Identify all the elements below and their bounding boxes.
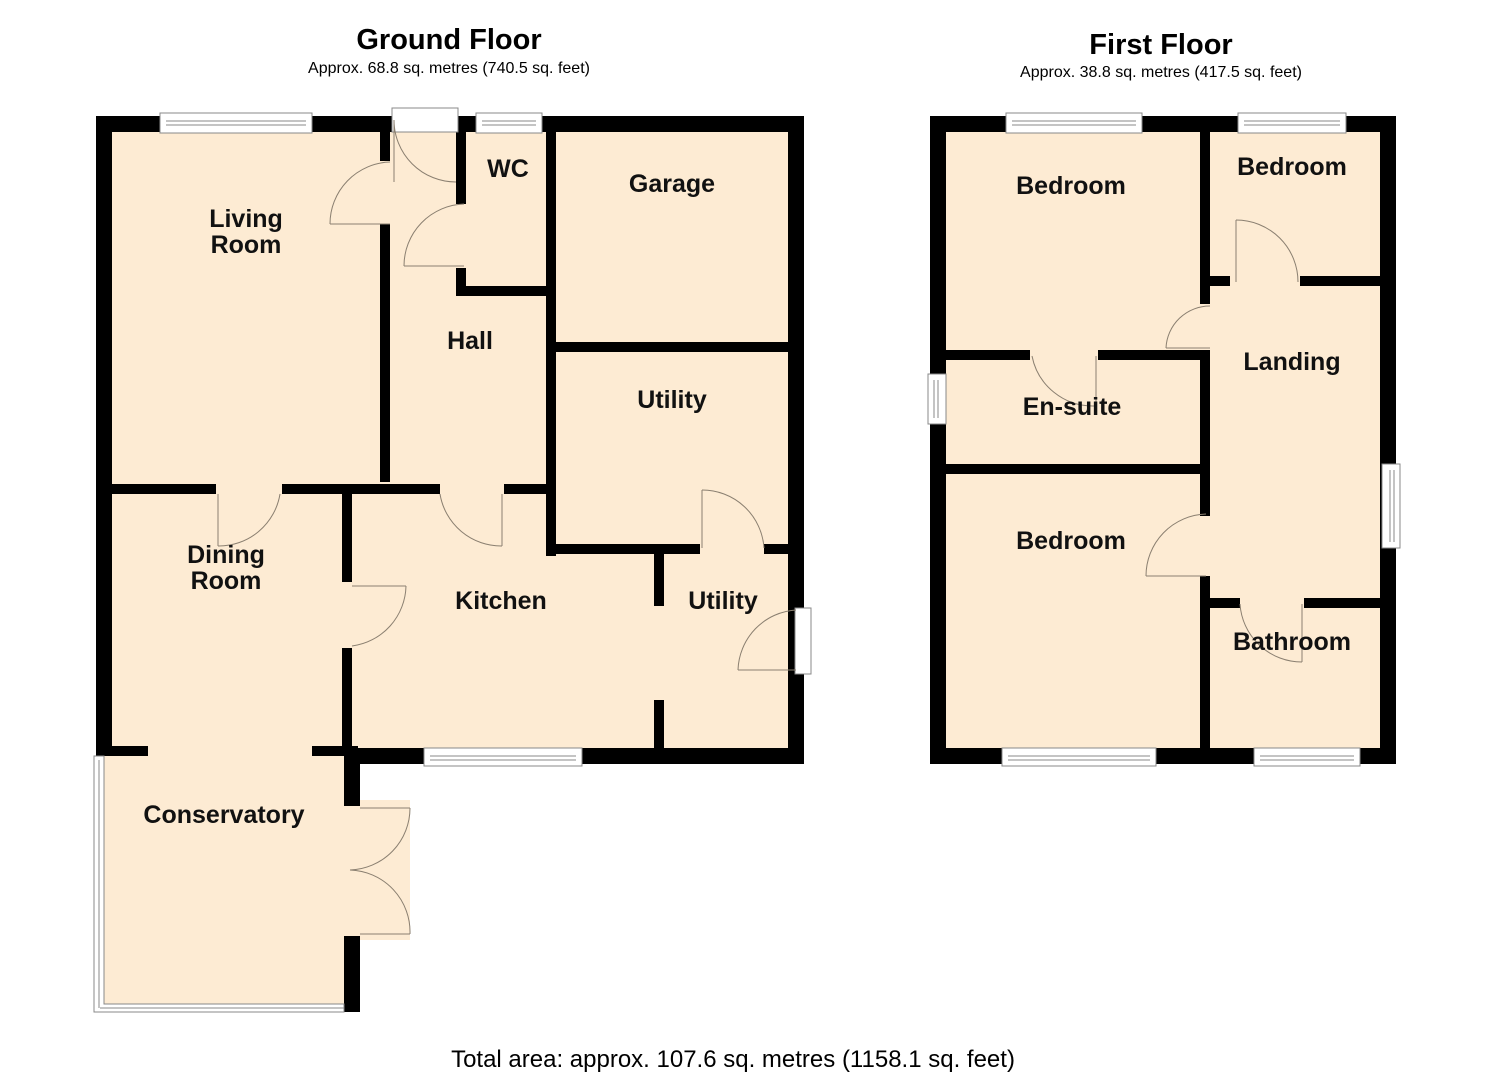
- first-floor-area: Approx. 38.8 sq. metres (417.5 sq. feet): [1020, 64, 1302, 81]
- room-dining-room: Dining Room: [187, 541, 265, 595]
- first-floor-plan: [927, 112, 1401, 767]
- ground-floor-title: Ground Floor: [356, 24, 542, 56]
- ground-floor-plan: [93, 107, 812, 1014]
- total-area: Total area: approx. 107.6 sq. metres (11…: [451, 1046, 1015, 1073]
- room-landing: Landing: [1243, 348, 1341, 376]
- room-kitchen: Kitchen: [455, 587, 547, 615]
- room-wc: WC: [487, 155, 529, 183]
- room-bedroom-3: Bedroom: [1016, 527, 1126, 555]
- first-floor-title: First Floor: [1089, 29, 1233, 61]
- room-conservatory: Conservatory: [143, 801, 305, 829]
- room-bathroom: Bathroom: [1232, 628, 1352, 656]
- room-utility-lower: Utility: [688, 587, 758, 615]
- room-bedroom-2: Bedroom: [1237, 153, 1347, 181]
- ground-floor-area: Approx. 68.8 sq. metres (740.5 sq. feet): [308, 60, 590, 77]
- room-utility-upper: Utility: [637, 386, 707, 414]
- room-hall: Hall: [447, 327, 493, 355]
- room-en-suite: En-suite: [1022, 393, 1122, 421]
- room-living-room: Living Room: [209, 205, 283, 259]
- room-bedroom-1: Bedroom: [1016, 172, 1126, 200]
- room-garage: Garage: [628, 170, 716, 198]
